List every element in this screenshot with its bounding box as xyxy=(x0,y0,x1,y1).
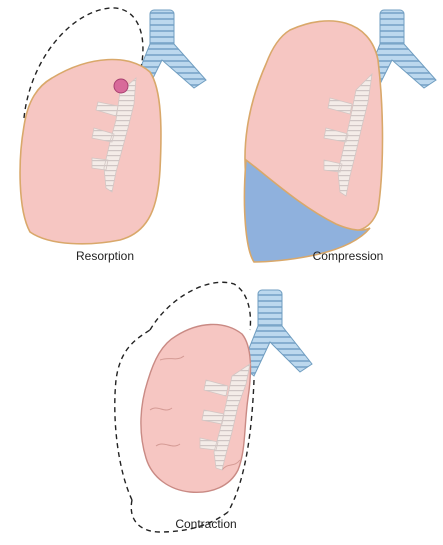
label-compression: Compression xyxy=(283,249,413,263)
resorption-panel xyxy=(20,8,206,244)
label-contraction: Contraction xyxy=(146,517,266,531)
label-resorption: Resorption xyxy=(50,249,160,263)
contraction-panel xyxy=(115,282,312,532)
resorption-lung xyxy=(20,60,161,244)
obstruction-plug-icon xyxy=(114,79,128,93)
compression-panel xyxy=(244,10,436,262)
contraction-bronchus xyxy=(242,290,312,376)
